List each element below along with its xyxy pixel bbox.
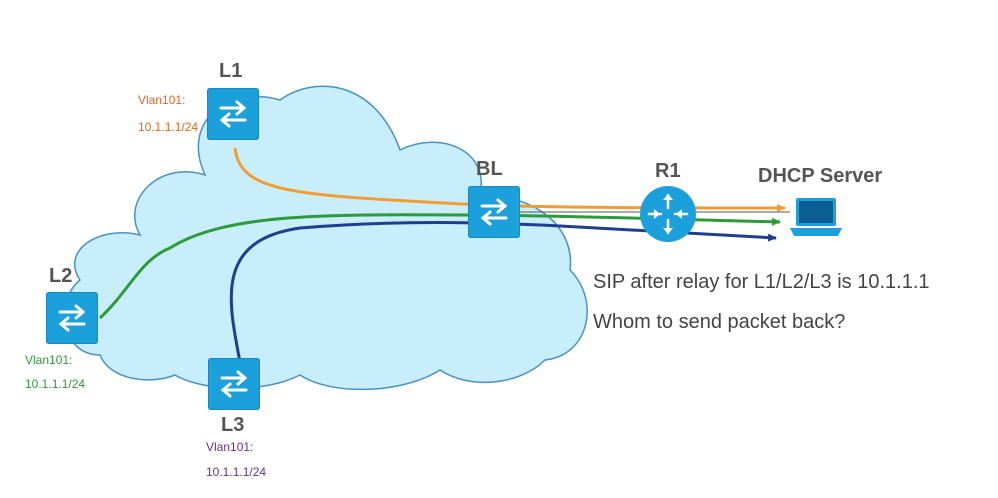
- note-sip: SIP after relay for L1/L2/L3 is 10.1.1.1: [593, 271, 930, 293]
- switch-arrows-icon: [220, 370, 248, 398]
- switch-l2[interactable]: [46, 292, 98, 344]
- router-icon: [647, 193, 689, 235]
- label-l2: L2: [49, 265, 73, 287]
- laptop-icon: [790, 198, 842, 236]
- label-l3: L3: [221, 414, 245, 436]
- switch-l1[interactable]: [207, 88, 259, 140]
- ip-l1: 10.1.1.1/24: [138, 120, 199, 134]
- vlan-l3: Vlan101:: [206, 440, 254, 454]
- label-r1: R1: [655, 160, 681, 182]
- ip-l2: 10.1.1.1/24: [25, 377, 86, 391]
- vlan-l1: Vlan101:: [138, 93, 186, 107]
- ip-l3: 10.1.1.1/24: [206, 465, 267, 479]
- switch-arrows-icon: [58, 304, 86, 332]
- switch-arrows-icon: [480, 198, 508, 226]
- switch-bl[interactable]: [468, 186, 520, 238]
- dhcp-server[interactable]: [788, 196, 844, 240]
- label-l1: L1: [219, 60, 243, 82]
- switch-arrows-icon: [219, 100, 247, 128]
- switch-l3[interactable]: [208, 358, 260, 410]
- fabric-cloud: [63, 85, 588, 391]
- vlan-l2: Vlan101:: [25, 353, 73, 367]
- router-r1[interactable]: [640, 186, 696, 242]
- label-bl: BL: [476, 158, 503, 180]
- note-question: Whom to send packet back?: [593, 311, 846, 333]
- label-dhcp-server: DHCP Server: [758, 165, 883, 187]
